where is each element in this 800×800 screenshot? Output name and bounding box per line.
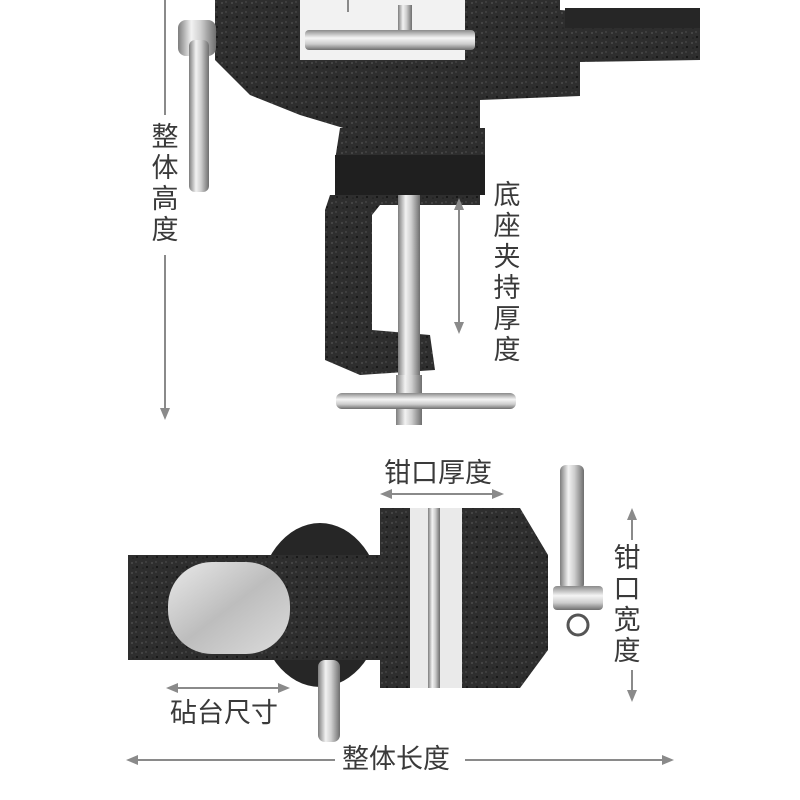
dimension-overall-height [160,0,170,420]
dimension-overall-length [126,755,674,765]
vise-side-view [178,0,700,425]
label-overall-height: 整体高度 [151,122,179,246]
label-jaw-width: 钳口宽度 [613,543,641,667]
label-base-clamp-thickness: 底座夹持厚度 [493,180,521,366]
dimension-anvil-size [166,683,290,693]
dimension-jaw-width [627,508,637,702]
label-overall-length: 整体长度 [342,744,450,775]
dimension-base-clamp-thickness [454,198,464,334]
label-jaw-thickness: 钳口厚度 [384,458,492,489]
label-anvil-size: 砧台尺寸 [170,698,278,729]
vise-top-view [128,465,603,742]
dimension-jaw-thickness [380,489,504,499]
